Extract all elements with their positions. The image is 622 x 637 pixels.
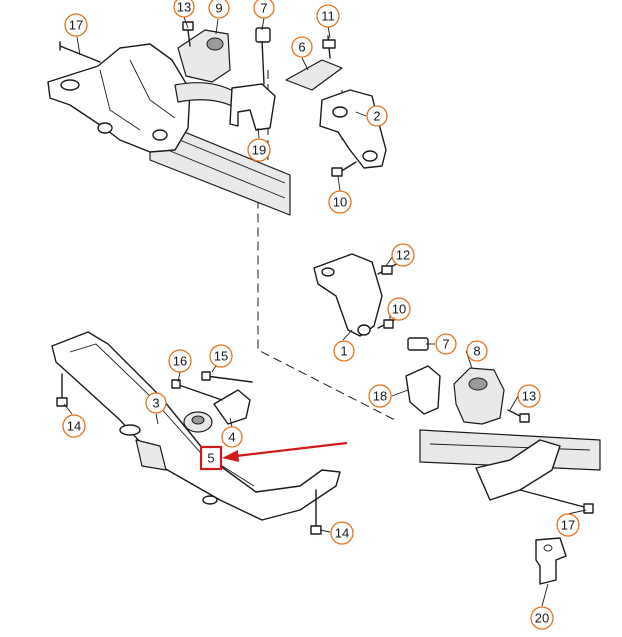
- callout-11: 11: [316, 4, 340, 28]
- highlight-label: 5: [207, 451, 214, 466]
- callout-label: 13: [522, 389, 536, 404]
- callout-15: 15: [209, 344, 233, 368]
- callout-16: 16: [168, 349, 192, 373]
- callout-13-top: 13: [173, 0, 195, 18]
- callout-8: 8: [466, 340, 488, 362]
- callout-label: 6: [298, 40, 305, 55]
- upper-left-bracket-assembly: [47, 41, 291, 216]
- callout-3: 3: [145, 392, 167, 414]
- callout-18: 18: [368, 384, 392, 408]
- callout-2: 2: [366, 105, 388, 127]
- callout-label: 12: [396, 248, 410, 263]
- callout-label: 17: [69, 18, 83, 33]
- red-arrow: [222, 441, 348, 462]
- callout-10-top: 10: [328, 190, 352, 214]
- callout-label: 17: [561, 518, 575, 533]
- callout-label: 7: [442, 337, 449, 352]
- callout-label: 8: [473, 344, 480, 359]
- callout-label: 14: [67, 419, 81, 434]
- callout-label: 20: [535, 611, 549, 626]
- callout-label: 14: [335, 526, 349, 541]
- callout-label: 15: [214, 349, 228, 364]
- callout-label: 3: [152, 396, 159, 411]
- upper-mount-assembly: [177, 21, 276, 131]
- callout-14-left: 14: [62, 414, 86, 438]
- callout-13-right: 13: [517, 384, 541, 408]
- callout-14-bottom: 14: [330, 521, 354, 545]
- subframe-assembly: [51, 331, 341, 535]
- callout-1: 1: [333, 340, 355, 362]
- callout-17-right: 17: [556, 513, 580, 537]
- callout-label: 1: [340, 344, 347, 359]
- mid-right-bracket-assembly: [313, 253, 429, 351]
- callout-9: 9: [208, 0, 230, 19]
- callout-7-top: 7: [253, 0, 275, 19]
- callout-label: 13: [177, 0, 191, 15]
- lower-right-mount-assembly: [405, 365, 601, 585]
- callout-19: 19: [247, 138, 271, 162]
- callout-20: 20: [530, 606, 554, 630]
- callout-label: 7: [260, 1, 267, 16]
- highlighted-part-5: 5: [199, 445, 223, 471]
- callout-label: 2: [373, 109, 380, 124]
- callout-6: 6: [291, 36, 313, 58]
- leader-lines: [63, 16, 587, 607]
- callout-label: 10: [333, 195, 347, 210]
- callout-7-mid: 7: [435, 333, 457, 355]
- callout-10-mid: 10: [387, 297, 411, 321]
- callout-label: 18: [373, 389, 387, 404]
- callout-label: 11: [321, 9, 335, 24]
- callout-label: 16: [173, 354, 187, 369]
- callout-17-top-left: 17: [64, 13, 88, 37]
- callout-12: 12: [391, 243, 415, 267]
- callout-label: 10: [392, 302, 406, 317]
- callout-label: 9: [215, 1, 222, 16]
- callout-label: 4: [228, 430, 235, 445]
- callout-label: 19: [252, 143, 266, 158]
- callout-4: 4: [221, 426, 243, 448]
